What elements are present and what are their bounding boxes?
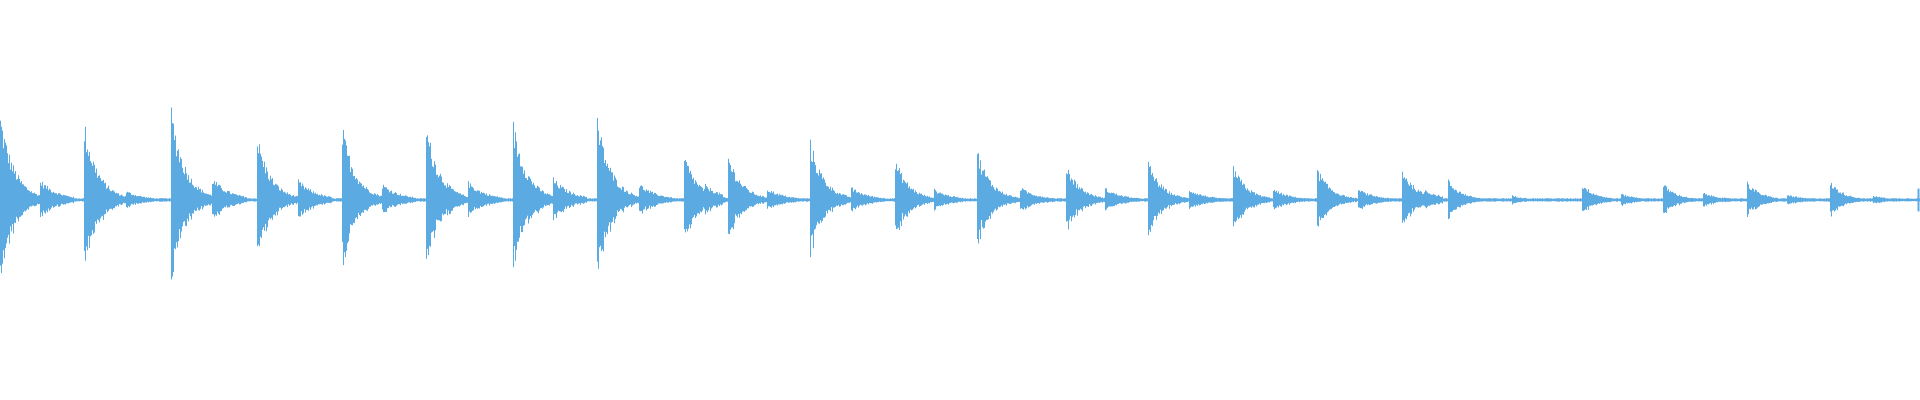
waveform-bars [0,107,1920,280]
